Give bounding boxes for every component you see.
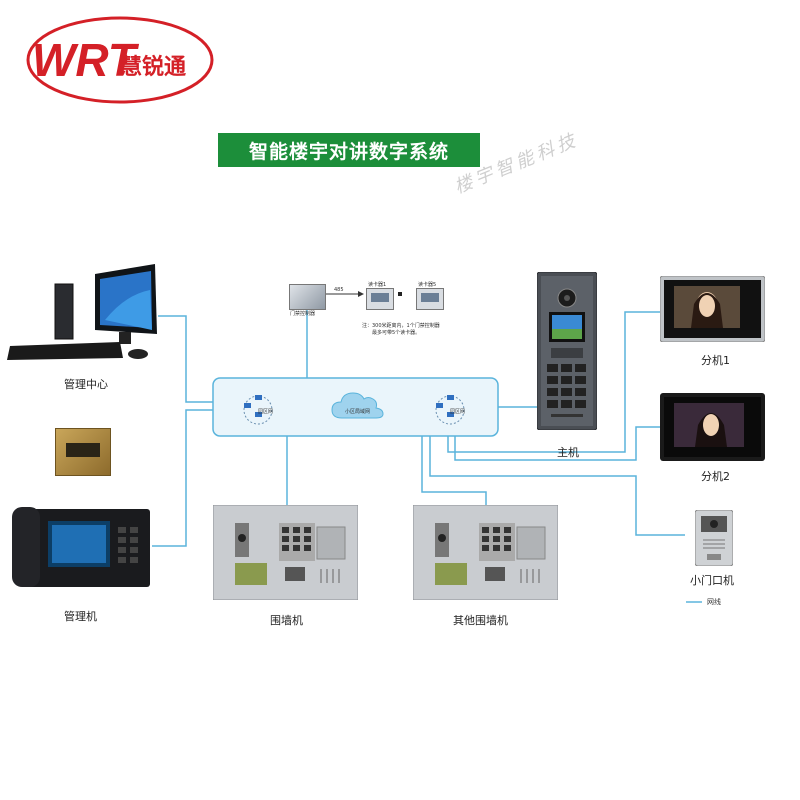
reader-note-line1: 注：300米距离内，1个门禁控制器 (362, 323, 440, 329)
indoor-unit-2-label: 分机2 (701, 470, 730, 483)
logo-wrt-text: WRT (32, 34, 140, 86)
switch-left-label: 园区网 (258, 409, 274, 415)
controller-label: 门禁控制器 (290, 311, 316, 317)
card-reader-1-label: 读卡器1 (368, 282, 387, 288)
card-panel-icon (55, 428, 111, 476)
network-lines (152, 310, 685, 547)
brand-logo: WRT 慧锐通 (20, 8, 220, 108)
small-door-unit-label: 小门口机 (690, 574, 734, 587)
cloud-label: 小区局域网 (345, 409, 371, 415)
legend-network-line-label: 网线 (707, 598, 721, 606)
logo-cn-text: 慧锐通 (120, 54, 186, 80)
management-unit-label: 管理机 (64, 610, 97, 623)
card-reader-n-label: 读卡器5 (418, 282, 437, 288)
bus-label: 485 (334, 287, 344, 293)
main-unit-icon (536, 271, 598, 431)
indoor-unit-2-icon (660, 393, 765, 461)
indoor-unit-1-label: 分机1 (701, 354, 730, 367)
page-title: 智能楼宇对讲数字系统 (218, 133, 480, 167)
wall-unit-icon (212, 504, 359, 601)
card-reader-icon (366, 288, 394, 310)
switch-left-icon (243, 395, 273, 425)
small-door-unit-icon (694, 509, 734, 567)
wall-unit-label: 围墙机 (270, 614, 303, 627)
management-center-label: 管理中心 (64, 378, 108, 391)
main-unit-label: 主机 (557, 446, 579, 459)
indoor-unit-1-icon (659, 275, 766, 343)
other-wall-unit-icon (412, 504, 559, 601)
other-wall-unit-label: 其他围墙机 (453, 614, 508, 627)
access-controller-icon (289, 284, 326, 310)
switch-right-label: 园区网 (450, 409, 466, 415)
management-center-pc-icon (5, 262, 160, 367)
logo-swoosh-icon: WRT 慧锐通 (26, 16, 214, 104)
management-unit-icon (12, 505, 152, 589)
card-reader-icon (416, 288, 444, 310)
reader-note-line2: 最多可带5个读卡器。 (372, 330, 421, 336)
switch-right-icon (435, 395, 465, 425)
cloud-icon (331, 392, 384, 419)
